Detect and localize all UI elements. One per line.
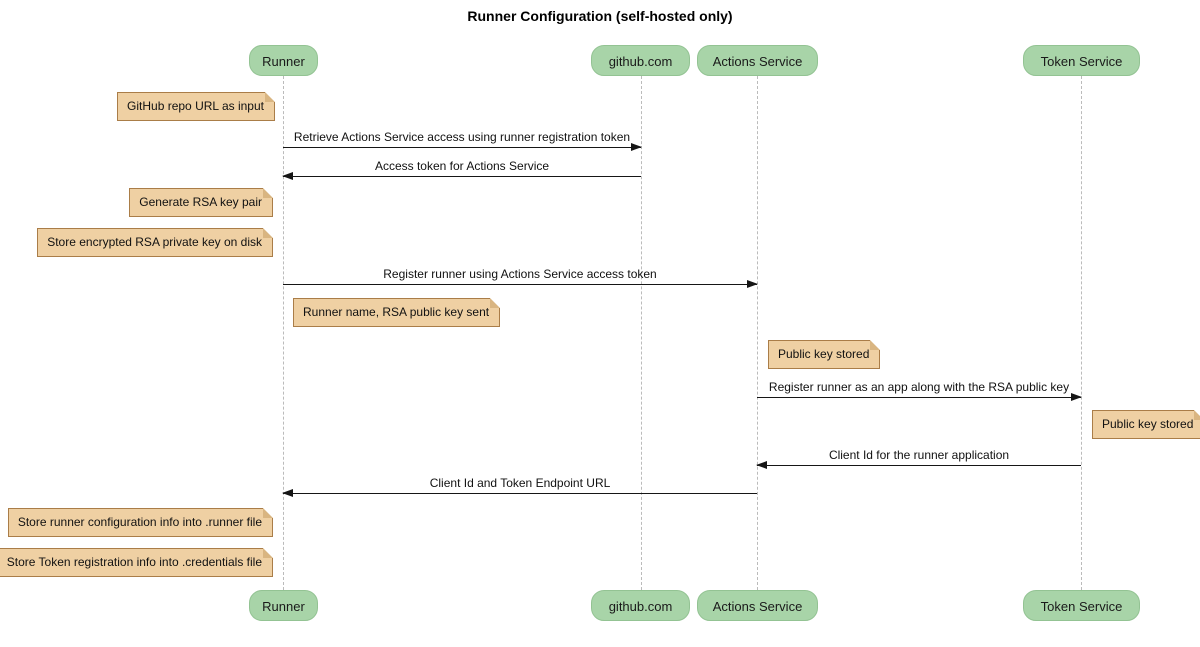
note: GitHub repo URL as input — [117, 92, 275, 121]
participant-actions-service-top: Actions Service — [697, 45, 818, 76]
note: Store Token registration info into .cred… — [0, 548, 273, 577]
message-line — [282, 172, 641, 180]
note-fold-icon — [490, 298, 501, 308]
note-fold-icon — [870, 340, 881, 350]
note-text: Runner name, RSA public key sent — [303, 305, 490, 319]
note-fold-icon — [265, 92, 275, 102]
message-line — [282, 489, 757, 497]
participant-github-top: github.com — [591, 45, 690, 76]
lifeline-token-service — [1081, 76, 1082, 590]
participant-github-bottom: github.com — [591, 590, 690, 621]
message-label: Retrieve Actions Service access using ru… — [293, 130, 631, 144]
arrowhead-right-icon — [631, 143, 642, 151]
message-label: Client Id and Token Endpoint URL — [429, 476, 611, 490]
participant-token-service-top: Token Service — [1023, 45, 1140, 76]
message-line — [283, 143, 642, 151]
lifeline-github — [641, 76, 642, 590]
note-text: GitHub repo URL as input — [127, 99, 264, 113]
message-label: Access token for Actions Service — [374, 159, 550, 173]
note-fold-icon — [263, 188, 273, 198]
message-line — [283, 280, 758, 288]
participant-token-service-bottom: Token Service — [1023, 590, 1140, 621]
note-text: Public key stored — [1102, 417, 1194, 431]
message-label: Register runner using Actions Service ac… — [383, 267, 657, 281]
note: Generate RSA key pair — [129, 188, 273, 217]
message-line — [756, 461, 1081, 469]
lifeline-runner — [283, 76, 284, 590]
diagram-title: Runner Configuration (self-hosted only) — [467, 8, 733, 24]
participant-runner-bottom: Runner — [249, 590, 318, 621]
message-label: Register runner as an app along with the… — [768, 380, 1070, 394]
message-line — [757, 393, 1082, 401]
note-text: Public key stored — [778, 347, 870, 361]
note-fold-icon — [263, 508, 273, 518]
note-text: Store runner configuration info into .ru… — [17, 515, 262, 529]
note-fold-icon — [263, 228, 273, 238]
note: Public key stored — [768, 340, 881, 369]
note-text: Generate RSA key pair — [139, 195, 262, 209]
note-fold-icon — [263, 548, 273, 558]
note: Runner name, RSA public key sent — [293, 298, 501, 327]
arrowhead-right-icon — [747, 280, 758, 288]
note: Store runner configuration info into .ru… — [7, 508, 273, 537]
arrowhead-left-icon — [282, 489, 293, 497]
note-fold-icon — [1194, 410, 1200, 420]
arrowhead-left-icon — [756, 461, 767, 469]
lifeline-actions-service — [757, 76, 758, 590]
note: Public key stored — [1092, 410, 1200, 439]
note-text: Store Token registration info into .cred… — [6, 555, 262, 569]
arrowhead-right-icon — [1071, 393, 1082, 401]
arrowhead-left-icon — [282, 172, 293, 180]
message-label: Client Id for the runner application — [828, 448, 1010, 462]
participant-runner-top: Runner — [249, 45, 318, 76]
note: Store encrypted RSA private key on disk — [37, 228, 273, 257]
note-text: Store encrypted RSA private key on disk — [47, 235, 262, 249]
participant-actions-service-bottom: Actions Service — [697, 590, 818, 621]
